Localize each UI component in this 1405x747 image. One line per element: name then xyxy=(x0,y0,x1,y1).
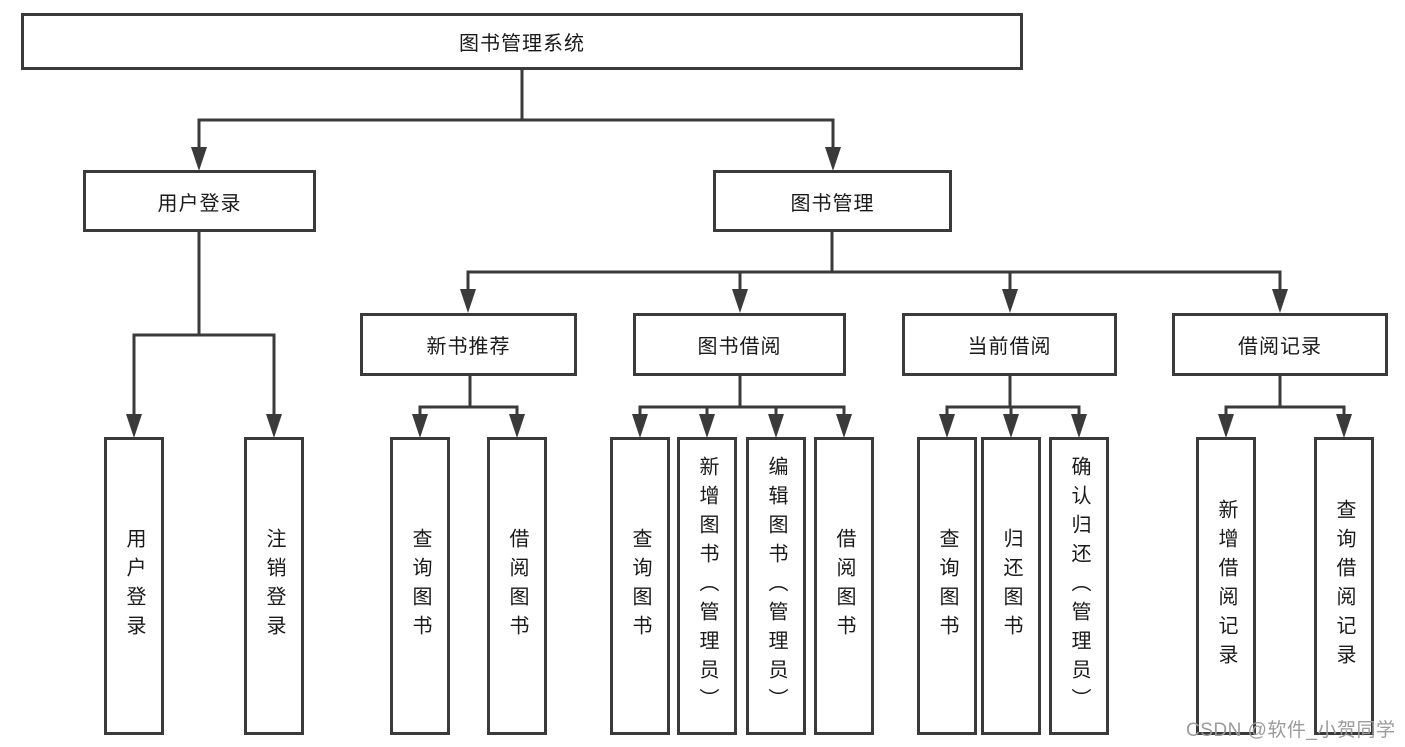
node-book-borrow: 图书借阅 xyxy=(633,313,846,376)
node-user-login: 用户登录 xyxy=(83,170,316,232)
node-borrow-records: 借阅记录 xyxy=(1172,313,1388,376)
node-current-borrow-label: 当前借阅 xyxy=(967,336,1052,358)
leaf-user-login-label: 用户登录 xyxy=(123,528,145,644)
leaf-add-borrow-record: 新增借阅记录 xyxy=(1196,437,1256,735)
leaf-borrow-books-recommend-label: 借阅图书 xyxy=(506,528,528,644)
leaf-return-book-label: 归还图书 xyxy=(1000,528,1022,644)
node-new-book-recommend-label: 新书推荐 xyxy=(426,336,511,358)
leaf-add-book-admin: 新增图书（管理员） xyxy=(677,437,737,735)
node-book-management-label: 图书管理 xyxy=(790,192,875,215)
leaf-return-book: 归还图书 xyxy=(981,437,1041,735)
leaf-confirm-return-admin: 确认归还（管理员） xyxy=(1049,437,1109,735)
leaf-borrow-books-recommend: 借阅图书 xyxy=(487,437,547,735)
leaf-query-books-recommend: 查询图书 xyxy=(390,437,450,735)
leaf-add-borrow-record-label: 新增借阅记录 xyxy=(1215,499,1237,673)
leaf-edit-book-admin: 编辑图书（管理员） xyxy=(746,437,806,735)
leaf-edit-book-admin-label: 编辑图书（管理员） xyxy=(765,455,787,717)
leaf-query-books-borrow-label: 查询图书 xyxy=(629,528,651,644)
leaf-user-login: 用户登录 xyxy=(104,437,164,735)
leaf-borrow-books-borrow-label: 借阅图书 xyxy=(833,528,855,644)
node-current-borrow: 当前借阅 xyxy=(902,313,1117,376)
node-root: 图书管理系统 xyxy=(21,13,1023,70)
node-root-label: 图书管理系统 xyxy=(459,33,585,55)
watermark: CSDN @软件_小贺同学 xyxy=(1186,720,1396,741)
leaf-logout-label: 注销登录 xyxy=(263,528,285,644)
leaf-query-borrow-record-label: 查询借阅记录 xyxy=(1333,499,1355,673)
leaf-query-borrow-record: 查询借阅记录 xyxy=(1314,437,1374,735)
node-user-login-label: 用户登录 xyxy=(157,192,242,215)
leaf-borrow-books-borrow: 借阅图书 xyxy=(814,437,874,735)
leaf-logout: 注销登录 xyxy=(244,437,304,735)
node-book-borrow-label: 图书借阅 xyxy=(697,336,782,358)
node-new-book-recommend: 新书推荐 xyxy=(360,313,577,376)
leaf-confirm-return-admin-label: 确认归还（管理员） xyxy=(1068,455,1090,717)
leaf-add-book-admin-label: 新增图书（管理员） xyxy=(696,455,718,717)
node-book-management: 图书管理 xyxy=(713,170,952,232)
leaf-query-books-borrow: 查询图书 xyxy=(610,437,670,735)
leaf-query-books-current: 查询图书 xyxy=(917,437,977,735)
leaf-query-books-recommend-label: 查询图书 xyxy=(409,528,431,644)
leaf-query-books-current-label: 查询图书 xyxy=(936,528,958,644)
node-borrow-records-label: 借阅记录 xyxy=(1238,336,1322,358)
